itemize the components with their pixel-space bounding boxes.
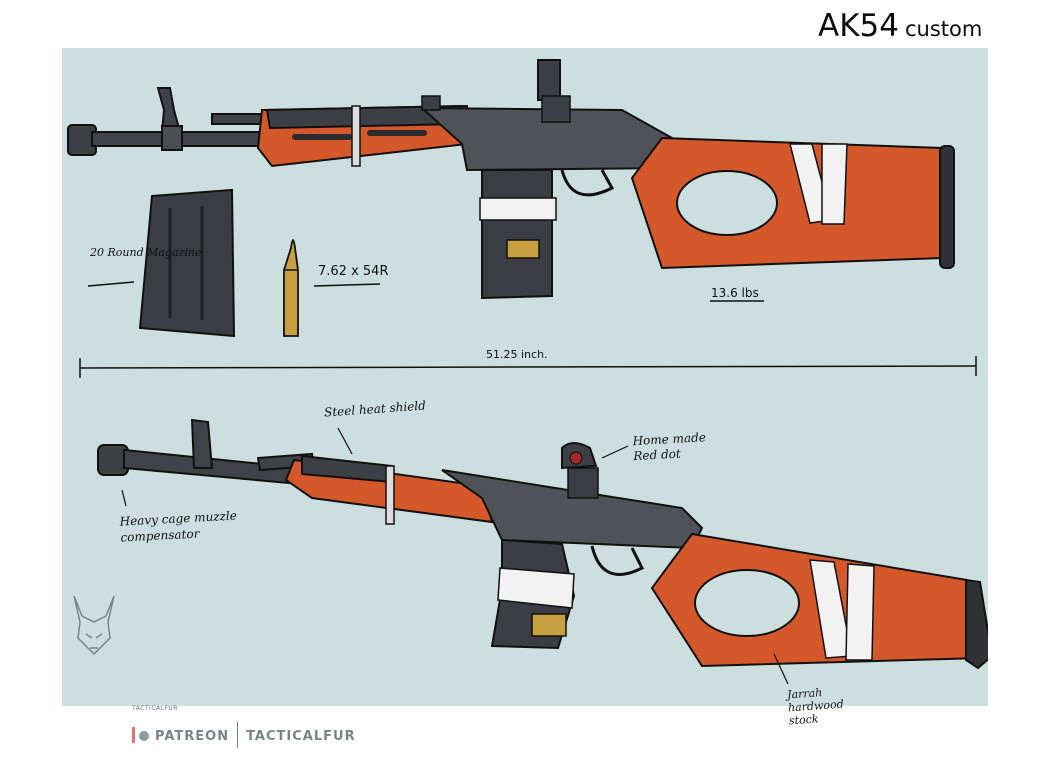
divider — [237, 722, 239, 748]
bottom-front-sight — [190, 418, 214, 469]
rifle-illustration — [67, 59, 988, 685]
stock-label: Jarrah hardwood stock — [786, 686, 845, 728]
magazine-label: 20 Round Magazine — [90, 246, 202, 259]
patreon-dot-icon — [139, 731, 149, 741]
cartridge-icon — [283, 239, 299, 337]
patreon-label: PATREON — [155, 729, 230, 744]
length-dimension-line — [79, 356, 977, 378]
title-suffix: custom — [904, 17, 983, 41]
bottom-rifle — [97, 418, 988, 670]
wolf-logo-icon — [73, 595, 115, 656]
patreon-badge[interactable]: PATREON TACTICALFUR — [132, 722, 356, 748]
title-model: AK54 — [818, 8, 899, 44]
top-stock — [630, 136, 943, 270]
top-optic — [537, 59, 561, 101]
red-dot-label: Home made Red dot — [632, 430, 707, 464]
caliber-label: 7.62 x 54R — [318, 264, 389, 279]
logo-text: TACTICALFUR — [132, 705, 178, 712]
illustration-panel: TACTICALFUR PATREON TACTICALFUR — [62, 48, 988, 748]
patreon-handle: TACTICALFUR — [246, 729, 356, 744]
length-label: 51.25 inch. — [486, 348, 548, 361]
patreon-bar-icon — [132, 727, 135, 743]
standalone-magazine — [138, 188, 236, 338]
top-magazine — [481, 169, 553, 300]
weight-label: 13.6 lbs — [711, 286, 759, 300]
top-rifle — [67, 59, 955, 300]
